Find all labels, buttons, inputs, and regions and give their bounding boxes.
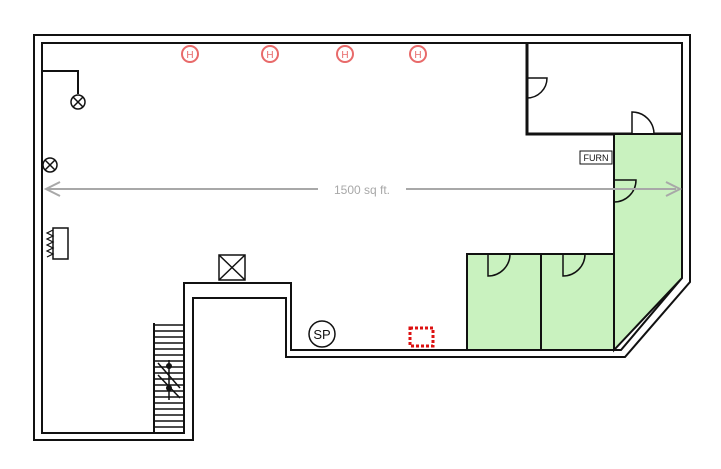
heat-vent-icon: H — [181, 45, 199, 63]
door-swing-icon — [562, 253, 586, 277]
room-right — [540, 253, 615, 351]
dimension-line — [43, 181, 683, 197]
heat-vent-label: H — [186, 50, 193, 61]
heat-vent-icon: H — [409, 45, 427, 63]
light-fixture-icon — [70, 94, 86, 110]
door-swing-icon — [487, 253, 511, 277]
heat-vent-label: H — [341, 50, 348, 61]
area-label: 1500 sq ft. — [334, 183, 390, 197]
red-marker — [408, 326, 435, 348]
exterior-wall-outer — [33, 34, 691, 441]
door-swing-icon — [613, 179, 637, 203]
electrical-panel-icon — [45, 227, 69, 260]
heat-vent-label: H — [266, 50, 273, 61]
heat-vent-icon: H — [336, 45, 354, 63]
stair-icon — [153, 323, 185, 433]
partition-wall — [42, 70, 79, 94]
heat-vent-icon: H — [261, 45, 279, 63]
furnace-label-box: FURN — [579, 150, 613, 165]
furnace-label: FURN — [584, 153, 609, 163]
door-swing-icon — [526, 77, 548, 99]
exterior-wall-inner — [41, 42, 683, 434]
door-swing-icon — [631, 111, 655, 135]
sump-pump-label: SP — [313, 327, 330, 342]
heat-vent-label: H — [414, 50, 421, 61]
light-fixture-icon — [42, 157, 58, 173]
chimney-icon — [218, 254, 246, 281]
upper-right-room-wall — [525, 43, 632, 136]
sump-pump-icon: SP — [308, 320, 336, 348]
